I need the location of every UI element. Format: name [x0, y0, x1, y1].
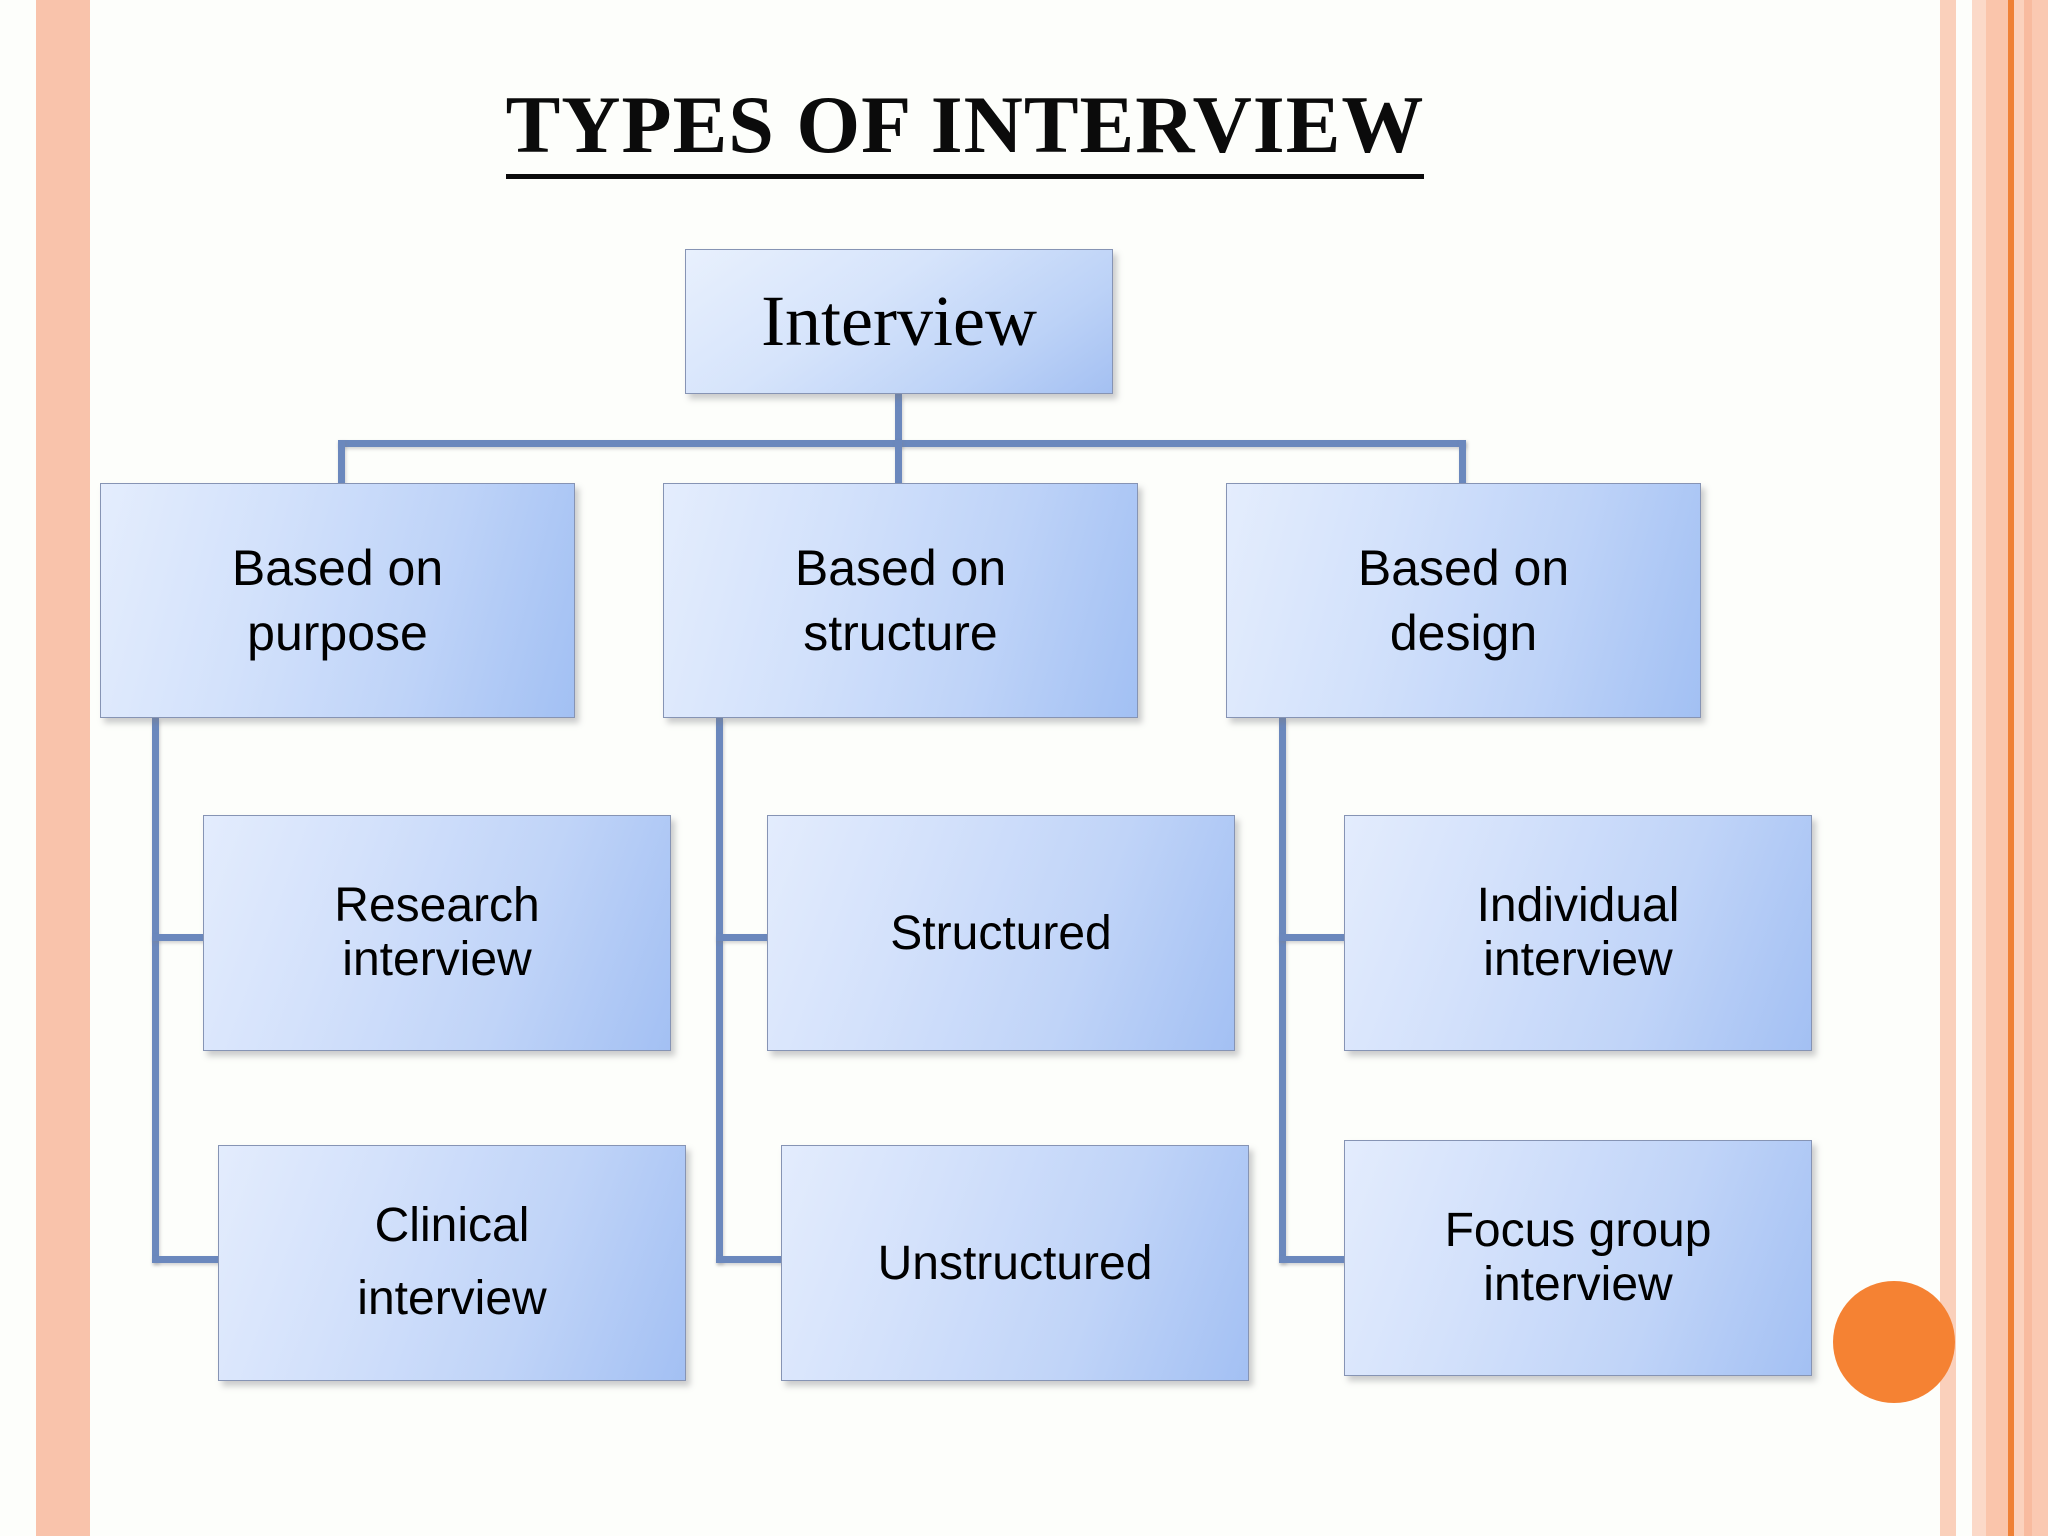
connector-design-to-individual: [1279, 934, 1351, 941]
node-based-on-structure-label: Based on structure: [795, 536, 1006, 666]
node-unstructured[interactable]: Unstructured: [781, 1145, 1249, 1381]
connector-design-to-focusgroup: [1279, 1256, 1351, 1263]
connector-purpose-to-research: [152, 934, 210, 941]
right-decorative-stripe-1: [1940, 0, 1956, 1536]
line-2: interview: [342, 933, 532, 986]
connector-root-stem: [895, 394, 902, 446]
slide-title-text: TYPES OF INTERVIEW: [505, 79, 1425, 179]
connector-purpose-to-clinical: [152, 1256, 224, 1263]
connector-structure-to-unstructured: [716, 1256, 788, 1263]
node-structured-label: Structured: [890, 906, 1112, 960]
line-2: structure: [803, 604, 998, 661]
connector-drop-purpose: [338, 440, 345, 485]
right-decorative-stripe-7: [2032, 0, 2048, 1536]
line-2: interview: [1483, 1258, 1673, 1311]
line-1: Based on: [1357, 539, 1570, 596]
connector-design-vertical: [1279, 718, 1286, 1263]
connector-structure-to-structured: [716, 934, 774, 941]
line-1: Individual: [1476, 879, 1680, 933]
line-2: purpose: [247, 604, 428, 661]
connector-drop-structure: [895, 440, 902, 485]
node-based-on-purpose-label: Based on purpose: [232, 536, 443, 666]
right-decorative-stripe-accent: [2008, 0, 2014, 1536]
line-2: interview: [357, 1272, 547, 1325]
node-interview[interactable]: Interview: [685, 249, 1113, 394]
line-1: Focus group: [1444, 1204, 1712, 1258]
slide-title: TYPES OF INTERVIEW: [0, 78, 1930, 179]
node-structured[interactable]: Structured: [767, 815, 1235, 1051]
left-decorative-stripe: [36, 0, 90, 1536]
line-1: Based on: [794, 539, 1007, 596]
right-decorative-stripe-5: [2014, 0, 2024, 1536]
connector-horizontal-bus: [338, 440, 1466, 447]
right-decorative-stripe-6: [2024, 0, 2032, 1536]
node-based-on-purpose[interactable]: Based on purpose: [100, 483, 575, 718]
node-interview-label: Interview: [761, 281, 1037, 361]
line-1: Based on: [231, 539, 444, 596]
node-unstructured-label: Unstructured: [877, 1236, 1153, 1290]
node-based-on-design-label: Based on design: [1358, 536, 1569, 666]
connector-drop-design: [1459, 440, 1466, 485]
line-2: design: [1389, 604, 1538, 661]
node-based-on-design[interactable]: Based on design: [1226, 483, 1701, 718]
connector-structure-vertical: [716, 718, 723, 1263]
connector-purpose-vertical: [152, 718, 159, 1263]
line-1: Clinical: [374, 1199, 530, 1253]
node-clinical-interview-label: Clinical interview: [357, 1190, 546, 1336]
right-decorative-stripe-2: [1972, 0, 1986, 1536]
right-decorative-stripe-3: [1986, 0, 2008, 1536]
node-clinical-interview[interactable]: Clinical interview: [218, 1145, 686, 1381]
line-2: interview: [1483, 933, 1673, 986]
line-1: Research: [334, 879, 540, 933]
orange-circle-decoration: [1833, 1281, 1955, 1403]
node-based-on-structure[interactable]: Based on structure: [663, 483, 1138, 718]
